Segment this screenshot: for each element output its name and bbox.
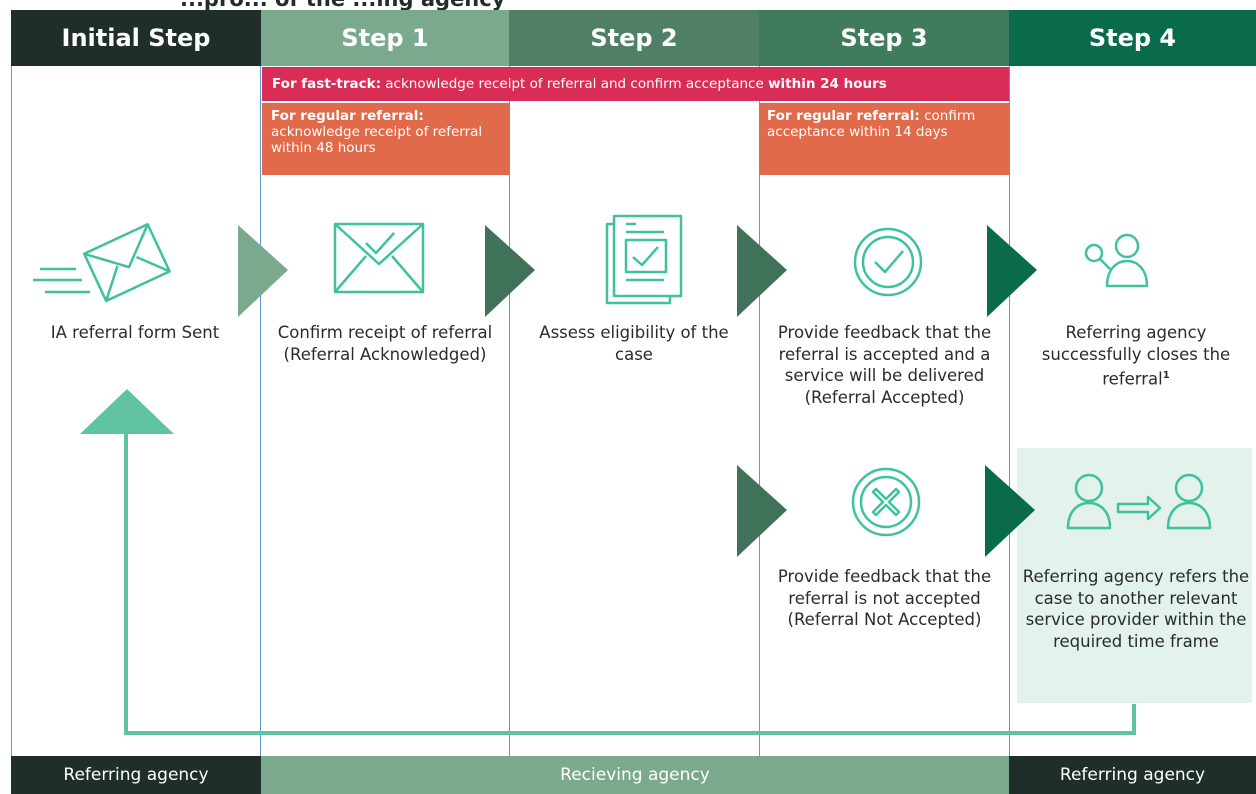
header-initial-step: Initial Step: [11, 10, 261, 66]
header-step-1: Step 1: [261, 10, 509, 66]
step3-accepted-description: Provide feedback that the referral is ac…: [777, 323, 992, 407]
fast-track-text: acknowledge receipt of referral and conf…: [380, 76, 769, 92]
step1-regular-label: For regular referral:: [271, 108, 424, 124]
header-step-3: Step 3: [759, 10, 1009, 66]
step4-close-text: Referring agency successfully closes the…: [1041, 323, 1231, 389]
step1-description: Confirm receipt of referral (Referral Ac…: [277, 323, 493, 364]
circle-check-icon: [853, 227, 923, 297]
document-check-icon: [605, 214, 683, 305]
footer-referring-agency-step4: Referring agency: [1009, 756, 1256, 794]
step3-regular-banner: For regular referral: confirm acceptance…: [759, 103, 1009, 175]
flow-arrow-step3-to-step4-refer: [985, 465, 1035, 557]
loop-back-arrowhead: [80, 389, 174, 434]
diagram-title-fragment: ...pro... of the ...ing agency: [180, 0, 880, 13]
step4-refer-description: Referring agency refers the case to anot…: [1022, 567, 1250, 651]
header-step-2: Step 2: [509, 10, 759, 66]
person-search-icon: [1084, 233, 1149, 288]
fast-track-label: For fast-track:: [272, 76, 381, 92]
fast-track-deadline: within 24 hours: [768, 76, 887, 92]
circle-x-icon: [851, 467, 921, 537]
envelope-check-icon: [333, 222, 425, 294]
step3-regular-label: For regular referral:: [767, 108, 920, 124]
step1-regular-text: acknowledge receipt of referral within 4…: [271, 124, 483, 156]
flow-arrow-initial-to-step1: [238, 225, 288, 317]
fast-track-banner: For fast-track: acknowledge receipt of r…: [262, 67, 1009, 101]
flow-arrow-step3-to-step4: [987, 225, 1037, 317]
flow-arrow-step1-to-step2: [485, 225, 535, 317]
refer-highlight-box: [1017, 448, 1252, 703]
loop-back-line: [124, 432, 1136, 735]
step4-close-description: Referring agency successfully closes the…: [1020, 322, 1252, 390]
footer-referring-agency: Referring agency: [11, 756, 261, 794]
column-divider: [759, 66, 760, 756]
column-divider: [509, 66, 510, 756]
footnote-marker: 1: [1162, 370, 1170, 381]
initial-step-description: IA referral form Sent: [50, 323, 220, 342]
flow-arrow-step2-to-step3-reject: [737, 465, 787, 557]
email-sent-icon: [33, 222, 171, 303]
step1-regular-banner: For regular referral: acknowledge receip…: [262, 103, 509, 175]
flow-arrow-step2-to-step3: [737, 225, 787, 317]
step3-not-accepted-description: Provide feedback that the referral is no…: [777, 567, 992, 629]
column-divider: [1009, 66, 1010, 756]
column-divider: [11, 66, 12, 756]
footer-receiving-agency: Recieving agency: [261, 756, 1009, 794]
person-transfer-icon: [1066, 473, 1212, 530]
step2-description: Assess eligibility of the case: [539, 323, 729, 364]
header-step-4: Step 4: [1009, 10, 1256, 66]
step3-regular-text: confirm acceptance within 14 days: [767, 108, 976, 140]
column-divider: [260, 66, 261, 756]
